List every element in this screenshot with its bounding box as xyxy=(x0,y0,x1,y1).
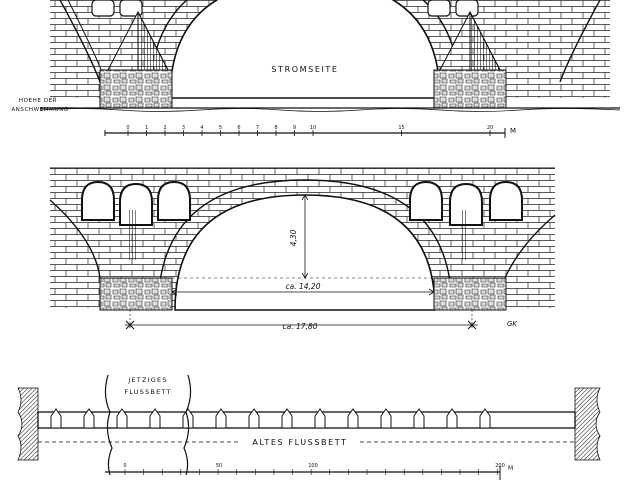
main-arch-ring xyxy=(149,0,461,99)
scale-top-unit: M xyxy=(510,127,516,135)
scale-bottom-tick: 0 xyxy=(123,463,126,469)
scale-bottom-unit: M xyxy=(508,465,513,472)
scale-top-tick: 8 xyxy=(274,125,277,131)
plan-pier xyxy=(479,408,491,429)
scale-bar-bottom: 0 50 100 200 M xyxy=(105,463,513,480)
plan-pier xyxy=(248,408,260,429)
scale-top-tick: 20 xyxy=(487,125,493,131)
elevation-section: 4,30 ca. 14,20 ca. 17,80 GK xyxy=(49,167,556,331)
scale-top-tick: 0 xyxy=(126,125,129,131)
main-arch-opening xyxy=(169,0,441,99)
right-arched-windows xyxy=(409,180,523,260)
right-pier-base xyxy=(433,69,507,109)
left-arched-windows xyxy=(81,180,191,260)
bridge-deck xyxy=(37,411,576,429)
label-hoehe-1: HOEHE DER xyxy=(19,98,57,104)
scale-bottom-tick: 50 xyxy=(216,463,222,469)
plan-view: JETZIGES FLUSSBETT ALTES FLUSSBETT xyxy=(17,374,601,476)
dim-span-outer: ca. 17,80 xyxy=(283,322,318,331)
plan-pier xyxy=(116,408,128,429)
elevation-stromseite: STROMSEITE HOEHE DER ANSCHWEMMUNG xyxy=(11,0,621,113)
label-stromseite: STROMSEITE xyxy=(271,65,338,74)
plan-pier xyxy=(215,408,227,429)
scale-bottom-tick: 100 xyxy=(308,463,318,469)
scale-top-tick: 3 xyxy=(182,125,185,131)
plan-pier xyxy=(446,408,458,429)
label-jetziges-1: JETZIGES xyxy=(127,376,167,384)
scale-bar-top: 0 1 2 3 4 5 6 7 8 9 10 15 20 M xyxy=(104,125,516,138)
scale-top-tick: 1 xyxy=(145,125,148,131)
left-pier-base xyxy=(99,69,173,109)
scale-top-tick: 4 xyxy=(200,125,203,131)
scale-top-tick: 5 xyxy=(219,125,222,131)
section-arch-ring xyxy=(157,179,453,311)
signature: GK xyxy=(507,320,518,328)
label-hoehe-2: ANSCHWEMMUNG xyxy=(11,107,68,113)
dim-height: 4,30 xyxy=(289,229,298,246)
label-jetziges-2: FLUSSBETT xyxy=(124,388,171,396)
scale-bottom-tick: 200 xyxy=(495,463,505,469)
plan-pier xyxy=(314,408,326,429)
scale-top-tick: 6 xyxy=(237,125,240,131)
scale-top-tick: 7 xyxy=(256,125,259,131)
plan-pier xyxy=(380,408,392,429)
scale-top-tick: 9 xyxy=(293,125,296,131)
plan-pier xyxy=(83,408,95,429)
scale-top-tick: 10 xyxy=(310,125,316,131)
dim-span-inner: ca. 14,20 xyxy=(286,282,321,291)
scale-top-tick: 15 xyxy=(398,125,404,131)
plan-pier xyxy=(149,408,161,429)
right-bank xyxy=(574,387,601,461)
plan-pier xyxy=(50,408,62,429)
label-altes-flussbett: ALTES FLUSSBETT xyxy=(252,438,347,447)
scale-top-tick: 2 xyxy=(163,125,166,131)
plan-pier xyxy=(281,408,293,429)
plan-pier xyxy=(347,408,359,429)
left-bank xyxy=(17,387,39,461)
plan-pier xyxy=(413,408,425,429)
